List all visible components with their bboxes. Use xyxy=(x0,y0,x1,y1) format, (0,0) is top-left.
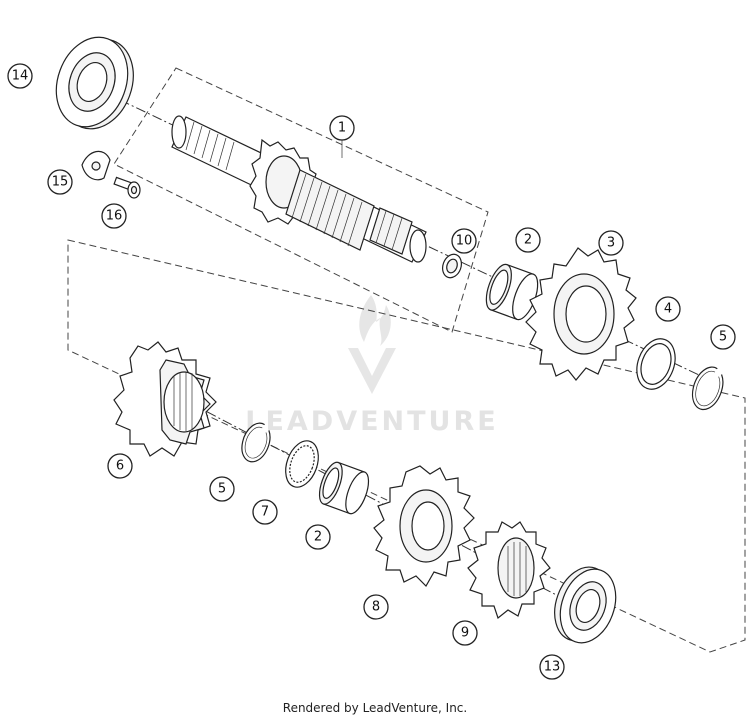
callout-2b: 2 xyxy=(305,524,331,550)
leadventure-logo-watermark: LEADVENTURE xyxy=(245,295,498,437)
needle-bearing-part xyxy=(441,253,463,279)
bearing-part-2 xyxy=(554,566,617,644)
svg-text:9: 9 xyxy=(461,626,469,641)
gear-3-part xyxy=(525,247,637,381)
svg-text:1: 1 xyxy=(338,121,346,136)
footer-credit: Rendered by LeadVenture, Inc. xyxy=(282,701,468,715)
svg-text:5: 5 xyxy=(218,482,226,497)
svg-text:13: 13 xyxy=(544,660,561,675)
svg-text:2: 2 xyxy=(524,233,532,248)
circlip-part-2 xyxy=(241,422,271,463)
main-shaft-part xyxy=(171,115,427,263)
callout-3: 3 xyxy=(598,230,624,256)
callout-1: 1 xyxy=(329,115,355,141)
callout-8: 8 xyxy=(363,594,389,620)
gear-8-part xyxy=(373,465,475,587)
callout-4: 4 xyxy=(655,296,681,322)
callout-7: 7 xyxy=(252,499,278,525)
svg-text:3: 3 xyxy=(607,236,615,251)
svg-text:5: 5 xyxy=(719,330,727,345)
splined-washer-part xyxy=(285,440,319,488)
callout-6: 6 xyxy=(107,453,133,479)
callout-15: 15 xyxy=(47,169,73,195)
gear-9-part xyxy=(467,521,551,620)
watermark-text: LEADVENTURE xyxy=(245,406,498,437)
screw-part xyxy=(113,176,141,199)
callout-2: 2 xyxy=(515,227,541,253)
svg-text:14: 14 xyxy=(12,69,29,84)
gear-6-part xyxy=(113,341,217,457)
svg-text:8: 8 xyxy=(372,600,380,615)
svg-text:7: 7 xyxy=(261,505,269,520)
callout-13: 13 xyxy=(539,654,565,680)
lock-plate-hole xyxy=(91,161,101,171)
bushing-part-2 xyxy=(318,461,370,515)
callout-14: 14 xyxy=(7,63,33,89)
callout-9: 9 xyxy=(452,620,478,646)
bushing-part xyxy=(485,263,539,321)
svg-text:2: 2 xyxy=(314,530,322,545)
svg-text:15: 15 xyxy=(52,175,69,190)
circlip-part xyxy=(691,366,724,411)
callout-5b: 5 xyxy=(209,476,235,502)
exploded-parts-diagram: LEADVENTURE xyxy=(7,36,746,680)
svg-text:10: 10 xyxy=(456,234,473,249)
bearing-part xyxy=(55,36,134,130)
callout-16: 16 xyxy=(101,203,127,229)
callout-10: 10 xyxy=(451,228,477,254)
mainshaft-group-outline xyxy=(113,67,489,333)
thrust-washer-part xyxy=(636,338,676,390)
callout-5: 5 xyxy=(710,324,736,350)
svg-text:4: 4 xyxy=(664,302,672,317)
svg-text:16: 16 xyxy=(106,209,123,224)
svg-text:6: 6 xyxy=(116,459,124,474)
